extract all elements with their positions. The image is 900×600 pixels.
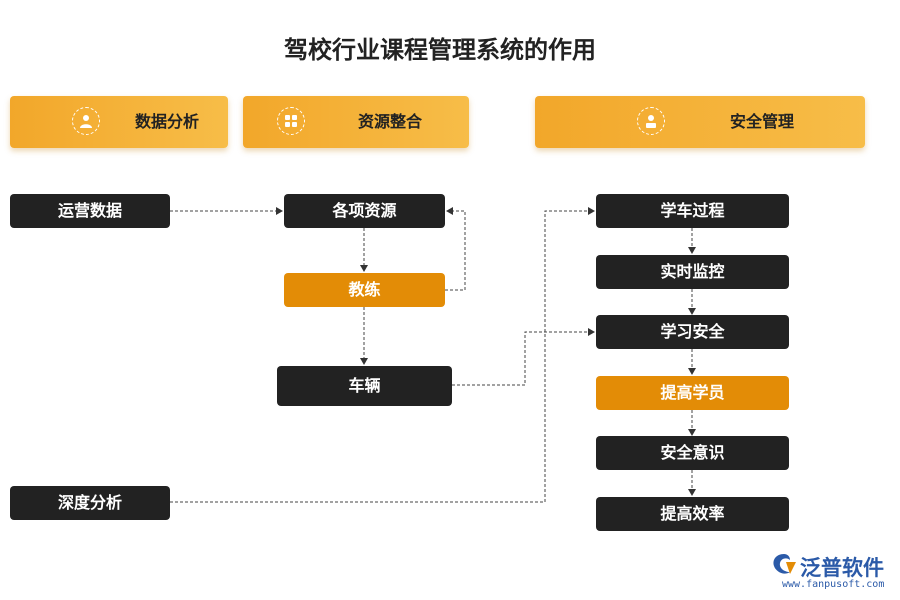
brand-url: www.fanpusoft.com [782,579,885,590]
node-resources: 各项资源 [284,194,445,228]
category-label: 安全管理 [730,112,795,131]
node-vehicle: 车辆 [277,366,452,406]
category-data-analysis: 数据分析 [10,96,228,148]
node-improve-efficiency: 提高效率 [596,497,789,531]
node-learning-process: 学车过程 [596,194,789,228]
node-safety-awareness: 安全意识 [596,436,789,470]
node-realtime-monitor: 实时监控 [596,255,789,289]
brand-logo-icon [773,554,796,574]
node-improve-students: 提高学员 [596,376,789,410]
category-label: 资源整合 [358,112,423,131]
category-label: 数据分析 [135,112,200,131]
user-badge-icon [637,107,665,135]
brand-logo: 泛普软件 www.fanpusoft.com [770,552,900,596]
category-resource-integration: 资源整合 [243,96,469,148]
node-deep-analysis: 深度分析 [10,486,170,520]
category-safety-management: 安全管理 [535,96,865,148]
node-learning-safety: 学习安全 [596,315,789,349]
node-coach: 教练 [284,273,445,307]
node-operations-data: 运营数据 [10,194,170,228]
brand-name: 泛普软件 [800,556,884,580]
puzzle-icon [277,107,305,135]
person-icon [72,107,100,135]
page-title: 驾校行业课程管理系统的作用 [284,36,596,64]
